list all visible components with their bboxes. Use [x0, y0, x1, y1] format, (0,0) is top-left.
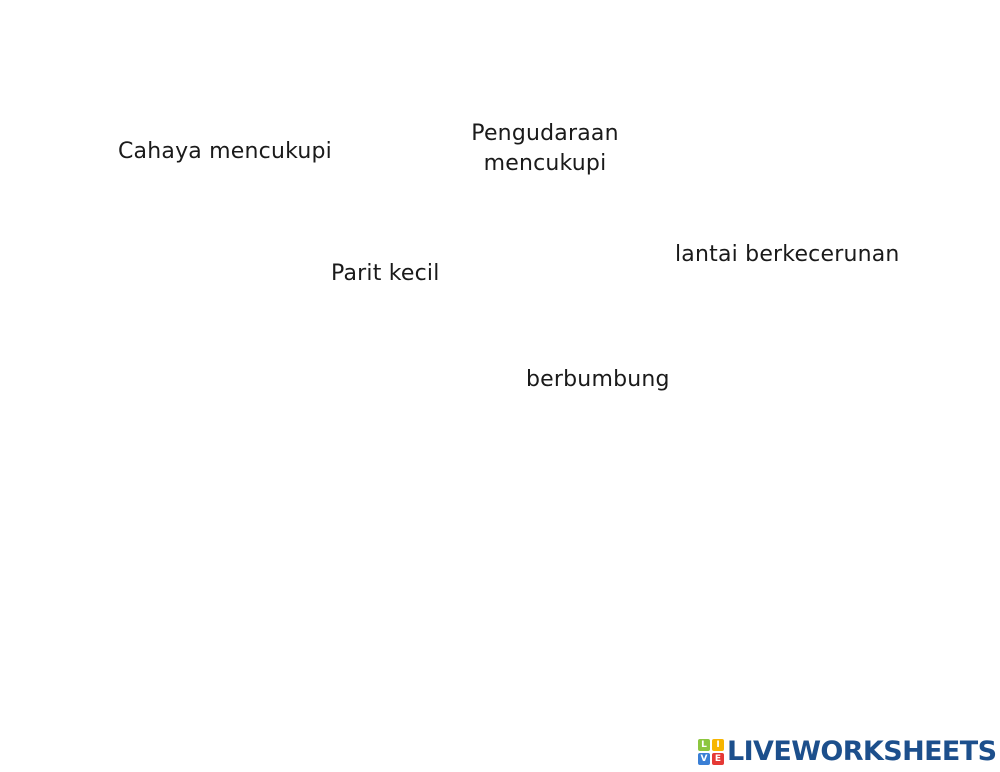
live-blocks-icon: L I V E	[698, 739, 724, 765]
label-lantai-berkecerunan[interactable]: lantai berkecerunan	[675, 242, 900, 267]
block-l: L	[698, 739, 710, 751]
liveworksheets-logo: L I V E LIVEWORKSHEETS	[698, 736, 997, 767]
label-cahaya-mencukupi[interactable]: Cahaya mencukupi	[118, 139, 332, 164]
label-parit-kecil[interactable]: Parit kecil	[331, 261, 440, 286]
label-berbumbung[interactable]: berbumbung	[526, 367, 670, 392]
label-pengudaraan-mencukupi[interactable]: Pengudaraan mencukupi	[471, 121, 619, 176]
block-i: I	[712, 739, 724, 751]
block-e: E	[712, 753, 724, 765]
logo-text: LIVEWORKSHEETS	[727, 736, 997, 767]
block-v: V	[698, 753, 710, 765]
